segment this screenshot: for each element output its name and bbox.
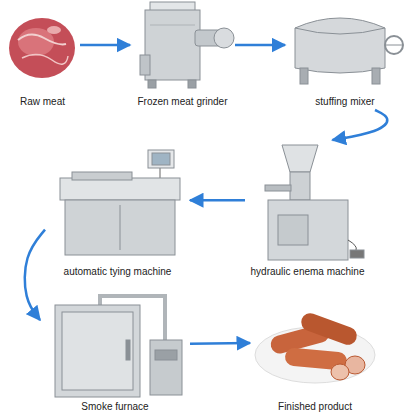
mixer-step: stuffing mixer <box>285 0 405 110</box>
finished-sausages-picture <box>255 311 375 383</box>
enema-step: hydraulic enema machine <box>245 140 370 280</box>
smoke-furnace-picture <box>55 296 182 397</box>
tying-machine-picture <box>60 150 180 255</box>
step-label: Frozen meat grinder <box>136 96 228 108</box>
step-label: automatic tying machine <box>63 266 173 278</box>
smoke-step: Smoke furnace <box>40 290 190 415</box>
step-label: stuffing mixer <box>314 96 375 108</box>
step-label: Finished product <box>277 401 353 413</box>
flow-arrow <box>190 342 250 345</box>
flow-arrow <box>80 44 130 47</box>
raw-meat-step: Raw meat <box>5 0 80 110</box>
stuffing-mixer-picture <box>295 18 403 84</box>
enema-machine-picture <box>265 145 364 260</box>
step-label: Smoke furnace <box>80 401 149 413</box>
step-label: hydraulic enema machine <box>250 266 366 278</box>
flow-arrow <box>333 110 388 140</box>
flow-arrow <box>190 199 245 202</box>
raw-meat-picture <box>9 18 75 78</box>
flow-arrow <box>25 230 45 320</box>
grinder-step: Frozen meat grinder <box>130 0 235 110</box>
step-label: Raw meat <box>19 96 66 108</box>
finished-step: Finished product <box>250 295 380 415</box>
flow-arrow <box>235 44 285 47</box>
meat-grinder-picture <box>140 2 234 88</box>
tying-step: automatic tying machine <box>45 140 190 280</box>
